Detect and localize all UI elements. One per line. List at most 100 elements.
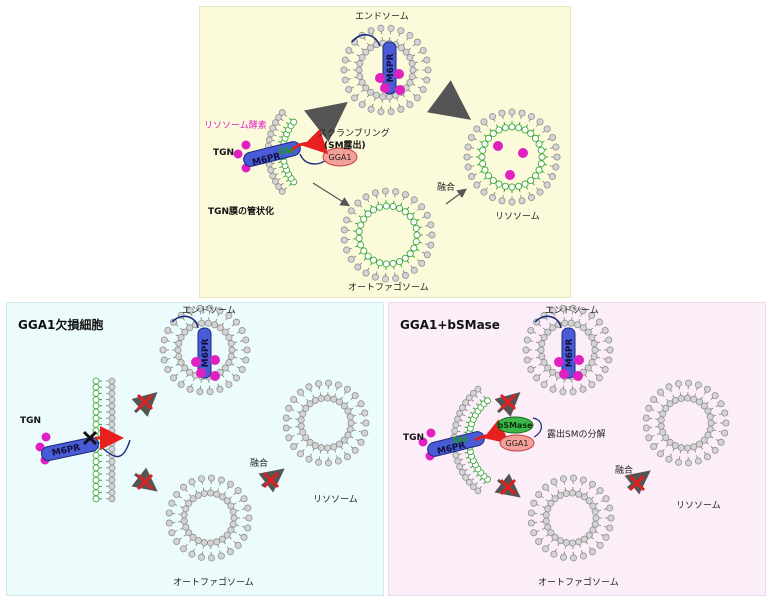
lipid-head [650,443,658,451]
lipid-head [570,474,578,482]
lipid-head [362,269,370,277]
lipid-head [591,520,599,528]
lipid-head [666,400,674,408]
lipid-head [458,468,466,476]
lipid-head [518,109,526,117]
m6pr-tail [532,417,542,438]
label-endosome: エンドソーム [182,305,236,316]
lipid-head [721,429,729,437]
sm-lipid-head [412,238,420,246]
lipid-head [590,352,598,360]
lipid-head [227,502,235,510]
label-endosome: エンドソーム [355,11,409,22]
lipid-head [601,366,609,374]
lipid-head [211,321,219,329]
enzyme [554,357,564,367]
lipid-head [665,383,673,391]
lipid-head [527,366,535,374]
lipid-head [225,311,233,319]
lipid-head [588,333,596,341]
lipid-head [465,478,473,486]
lipid-head [470,483,477,491]
lipid-head [358,79,366,87]
sm-lipid-head [521,126,529,134]
lipid-head [341,56,349,64]
lipid-head [244,504,252,512]
lipid-head [315,458,323,466]
lipid-head [544,328,552,336]
lipid-head [302,404,310,412]
lipid-head [207,539,215,547]
arrow-to-autophagosome [312,182,351,207]
sm-lipid-head [355,234,363,242]
lipid-head [567,319,575,327]
lipid-head [410,266,418,274]
lipid-head [488,194,496,202]
lipid-head [177,381,185,389]
lipid-head [297,450,305,458]
lipid-head [108,458,116,466]
lipid-head [188,550,196,558]
lipid-head [588,548,596,556]
lipid-head [518,197,526,205]
lipid-head [657,422,665,430]
lipid-head [317,394,325,402]
sm-lipid-head [395,204,403,212]
sm-lipid-head [481,140,489,148]
sm-lipid-head [360,247,368,255]
lipid-head [690,443,698,451]
label-tgn: TGN [20,416,41,426]
lipid-head [346,425,354,433]
lipid-head [160,356,168,364]
bsmase-label: bSMase [497,421,533,430]
lipid-head [707,419,715,427]
enzyme [573,371,583,381]
lipid-head [675,380,683,388]
lipid-head [182,505,190,513]
lipid-head [589,502,597,510]
lipid-head [657,388,665,396]
lipid-head [463,153,471,161]
label-fusion: 融合 [250,457,268,469]
lipid-head [551,533,559,541]
sm-lipid-head [92,414,100,422]
panel-title: GGA1+bSMase [400,318,500,332]
lipid-head [181,364,189,372]
lipid-head [275,113,282,121]
sm-lipid-head [527,130,535,138]
lipid-head [559,304,567,312]
lipid-head [357,400,365,408]
lipid-head [704,431,712,439]
sm-lipid-head [92,389,100,397]
lipid-head [703,385,711,393]
lipid-head [605,336,613,344]
lipid-head [408,60,416,68]
lipid-head [462,399,469,407]
lipid-head [226,480,234,488]
lipid-head [170,374,178,382]
lipid-head [527,519,535,527]
lipid-head [367,88,375,96]
sm-lipid-head [413,231,421,239]
sm-lipid-head [92,377,100,385]
m6pr-receptor [382,41,397,95]
block-mark [136,393,154,411]
sm-lipid-head [92,402,100,410]
label-lysosome: リソソーム [676,500,721,511]
lipid-head [540,333,548,341]
lipid-head [181,328,189,336]
lipid-head [550,550,558,558]
lipid-head [204,319,212,327]
lipid-head [473,181,481,189]
lipid-head [413,94,421,102]
lipid-head [552,163,560,171]
lipid-head [464,143,472,151]
lipid-head [225,381,233,389]
lipid-head [588,359,596,367]
sm-lipid-head [364,210,372,218]
lipid-head [406,31,414,39]
m6pr-label: M6PR [565,339,575,368]
lipid-head [186,385,194,393]
lipid-head [588,480,596,488]
lipid-head [213,490,221,498]
